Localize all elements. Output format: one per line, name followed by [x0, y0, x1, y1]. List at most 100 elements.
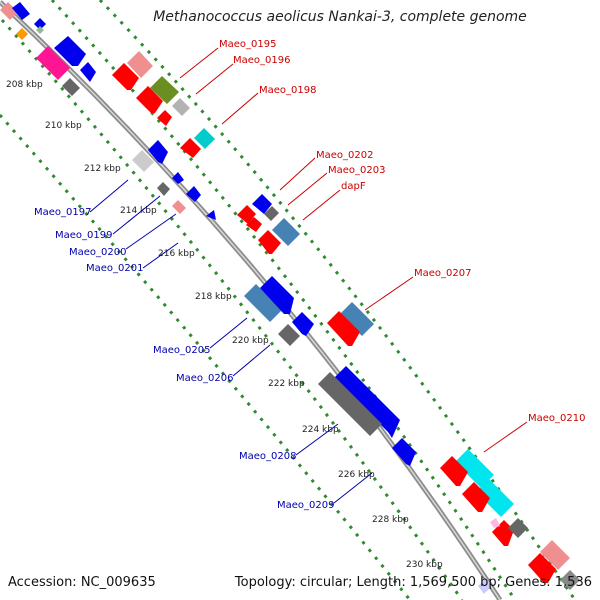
gene-top-blue-1[interactable]: [12, 2, 30, 20]
gene-blue-6[interactable]: [186, 186, 201, 202]
map-title: Methanococcus aeolicus Nankai-3, complet…: [153, 9, 527, 25]
leader-line: [333, 472, 373, 504]
label-dapf[interactable]: dapF: [341, 181, 366, 192]
ruler-label: 220 kbp: [232, 336, 269, 346]
gene-red-6[interactable]: [246, 217, 262, 232]
forward-labels: Maeo_0195 Maeo_0196 Maeo_0198 Maeo_0202 …: [179, 39, 585, 453]
ruler-label: 230 kbp: [406, 560, 443, 570]
ruler: 208 kbp 210 kbp 212 kbp 214 kbp 216 kbp …: [6, 80, 443, 570]
ruler-label: 228 kbp: [372, 515, 409, 525]
label-maeo-0198[interactable]: Maeo_0198: [259, 85, 316, 96]
gene-maeo-0196[interactable]: [150, 76, 179, 104]
label-maeo-0197[interactable]: Maeo_0197: [34, 207, 91, 218]
leader-line: [125, 213, 177, 250]
gene-blue-8[interactable]: [292, 312, 314, 336]
gene-bottom-small[interactable]: [478, 578, 492, 594]
gene-blue-9[interactable]: [392, 438, 416, 466]
gene-red-7[interactable]: [258, 230, 281, 254]
gene-maeo-0206[interactable]: [278, 324, 300, 346]
label-maeo-0206[interactable]: Maeo_0206: [176, 373, 233, 384]
gene-blue-long[interactable]: [54, 36, 86, 66]
ruler-label: 212 kbp: [84, 164, 121, 174]
gene-grey-1[interactable]: [172, 98, 190, 116]
ruler-label: 208 kbp: [6, 80, 43, 90]
gene-red-10[interactable]: [462, 482, 490, 512]
track-guide-mid-upper: [50, 0, 517, 600]
gene-red-5[interactable]: [237, 205, 256, 224]
ruler-label: 224 kbp: [302, 425, 339, 435]
gene-blue-4[interactable]: [148, 140, 168, 164]
gene-red-1[interactable]: [112, 63, 139, 90]
gene-top-orange[interactable]: [16, 28, 28, 40]
leader-line: [112, 195, 161, 235]
gene-red-2[interactable]: [136, 86, 163, 113]
gene-dapf[interactable]: [272, 218, 300, 246]
gene-maeo-0200[interactable]: [172, 200, 186, 214]
gene-grey-2[interactable]: [508, 518, 528, 538]
leader-line: [232, 344, 271, 377]
gene-grey-top[interactable]: [62, 78, 80, 96]
reverse-genes: [0, 2, 492, 594]
ruler-label: 210 kbp: [45, 121, 82, 131]
gene-grey-bottom[interactable]: [560, 570, 580, 590]
genome-summary: Topology: circular; Length: 1,569,500 bp…: [234, 575, 592, 590]
gene-maeo-0195[interactable]: [127, 51, 153, 78]
gene-red-8[interactable]: [327, 311, 360, 346]
gene-maeo-0209[interactable]: [318, 372, 382, 436]
label-maeo-0207[interactable]: Maeo_0207: [414, 268, 471, 279]
label-maeo-0201[interactable]: Maeo_0201: [86, 263, 143, 274]
leader-line: [89, 179, 129, 213]
label-maeo-0195[interactable]: Maeo_0195: [219, 39, 276, 50]
gene-top-green[interactable]: [36, 26, 44, 34]
label-maeo-0210[interactable]: Maeo_0210: [528, 413, 585, 424]
ruler-label: 214 kbp: [120, 206, 157, 216]
leader-line: [364, 276, 414, 311]
leader-line: [195, 63, 234, 95]
gene-maeo-0210[interactable]: [455, 449, 494, 488]
ruler-label: 218 kbp: [195, 292, 232, 302]
label-maeo-0202[interactable]: Maeo_0202: [316, 150, 373, 161]
gene-maeo-0202[interactable]: [252, 194, 272, 214]
gene-maeo-0208[interactable]: [334, 366, 400, 438]
leader-line: [302, 189, 341, 221]
gene-red-9[interactable]: [440, 456, 468, 486]
gene-blue-3[interactable]: [80, 62, 96, 82]
label-maeo-0199[interactable]: Maeo_0199: [55, 230, 112, 241]
gene-blue-5[interactable]: [172, 172, 184, 184]
gene-maeo-0207[interactable]: [340, 302, 374, 336]
gene-maeo-0205[interactable]: [244, 284, 282, 322]
gene-top-salmon[interactable]: [0, 2, 18, 20]
label-maeo-0196[interactable]: Maeo_0196: [233, 55, 290, 66]
gene-cyan-2[interactable]: [476, 479, 514, 517]
leader-line: [483, 421, 528, 453]
ruler-label: 216 kbp: [158, 249, 195, 259]
track-guides: [0, 0, 577, 600]
gene-red-bottom[interactable]: [528, 553, 556, 583]
gene-maeo-0197[interactable]: [132, 150, 154, 172]
label-maeo-0208[interactable]: Maeo_0208: [239, 451, 296, 462]
label-maeo-0200[interactable]: Maeo_0200: [69, 247, 126, 258]
gene-maeo-0201[interactable]: [206, 210, 216, 220]
gene-maeo-0203[interactable]: [264, 206, 279, 221]
gene-maeo-0198[interactable]: [194, 128, 215, 149]
gene-top-blue-2[interactable]: [34, 18, 46, 30]
gene-pink-small[interactable]: [490, 518, 500, 528]
label-maeo-0203[interactable]: Maeo_0203: [328, 165, 385, 176]
leader-line: [209, 317, 248, 349]
track-guide-outer: [98, 0, 577, 600]
accession-label: Accession: NC_009635: [8, 575, 156, 590]
leader-line: [287, 172, 328, 206]
leader-line: [179, 47, 219, 79]
gene-salmon-bottom[interactable]: [540, 540, 570, 570]
gene-magenta[interactable]: [36, 46, 70, 80]
ruler-label: 226 kbp: [338, 470, 375, 480]
gene-red-4[interactable]: [157, 110, 172, 126]
forward-genes: [112, 51, 580, 590]
gene-maeo-0199[interactable]: [157, 182, 170, 196]
gene-red-3[interactable]: [180, 138, 201, 158]
gene-blue-7[interactable]: [260, 276, 294, 314]
leader-line: [142, 242, 179, 269]
track-guide-inner: [0, 112, 412, 600]
label-maeo-0209[interactable]: Maeo_0209: [277, 500, 334, 511]
label-maeo-0205[interactable]: Maeo_0205: [153, 345, 210, 356]
